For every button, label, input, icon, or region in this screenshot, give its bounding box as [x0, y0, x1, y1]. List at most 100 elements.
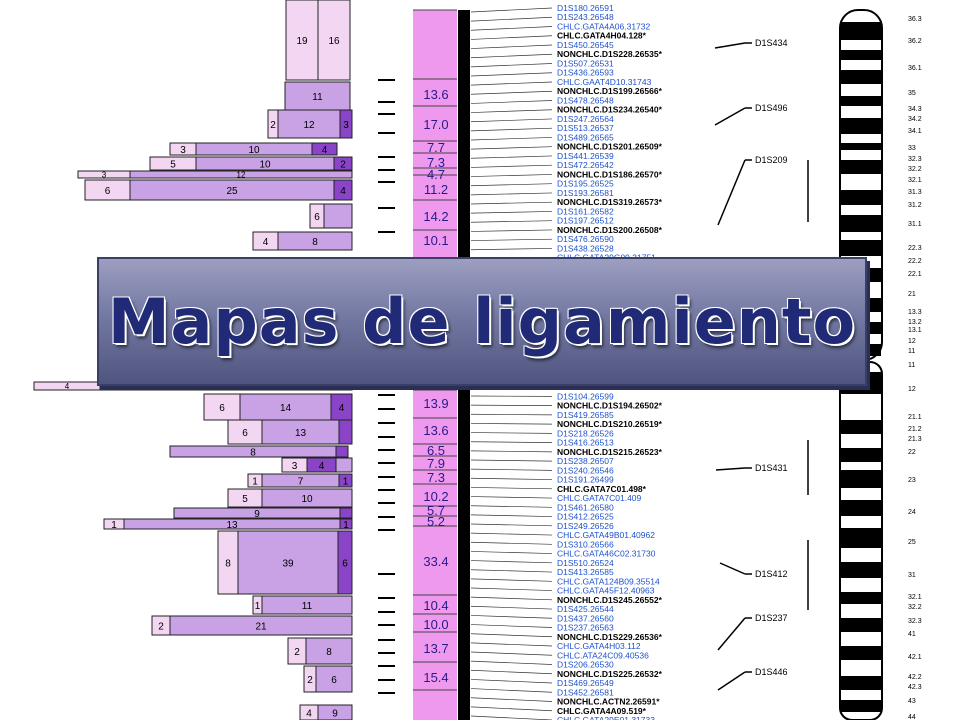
chromosome-band-dark: [841, 160, 881, 174]
chromosome-band-dark: [841, 118, 881, 134]
marker-link-line: [471, 165, 552, 167]
marker-link-line: [471, 533, 552, 535]
histogram-box-label: 11: [302, 601, 313, 612]
chromosome-band-label: 22: [908, 449, 916, 456]
histogram-box-label: 13: [295, 428, 307, 439]
marker-link-line: [471, 119, 552, 122]
marker-link-line: [471, 689, 552, 693]
marker-link-line: [471, 45, 552, 49]
histogram-box-label: 1: [111, 520, 117, 531]
group-bracket-line: [716, 468, 745, 470]
marker-link-line: [471, 202, 552, 204]
marker-link-line: [471, 423, 552, 424]
group-bracket-line: [715, 43, 745, 48]
chromosome-band-label: 32.1: [908, 177, 922, 184]
chromosome-band-label: 42.3: [908, 684, 922, 691]
marker-link-line: [471, 433, 552, 434]
histogram-box-label: 2: [158, 622, 164, 633]
marker-link-line: [471, 460, 552, 461]
histogram-box-label: 9: [332, 709, 338, 720]
distance-value: 15.4: [423, 670, 448, 685]
marker-link-line: [471, 36, 552, 40]
marker-link-line: [471, 128, 552, 131]
histogram-box-label: 6: [242, 428, 248, 439]
chromosome-band-label: 43: [908, 698, 916, 705]
distance-value: 10.0: [423, 617, 448, 632]
chromosome-band-dark: [841, 420, 881, 434]
group-bracket-line: [718, 618, 745, 650]
distance-value: 10.1: [423, 233, 448, 248]
group-bracket-line: [715, 108, 745, 125]
histogram-box-label: 10: [248, 145, 260, 156]
marker-link-line: [471, 230, 552, 232]
marker-link-line: [471, 110, 552, 113]
marker-label: CHLC.GATA29E01.31733: [557, 715, 655, 720]
histogram-box-label: 2: [270, 120, 276, 131]
distance-value: 13.9: [423, 396, 448, 411]
marker-link-line: [471, 716, 552, 720]
chromosome-band-dark: [841, 448, 881, 462]
histogram-box-label: 12: [237, 170, 246, 179]
marker-link-line: [471, 570, 552, 572]
marker-link-line: [471, 597, 552, 600]
marker-link-line: [471, 137, 552, 140]
histogram-box-label: 1: [343, 477, 349, 488]
chromosome-band-label: 31.3: [908, 189, 922, 196]
marker-link-line: [471, 193, 552, 195]
histogram-box: [340, 508, 352, 518]
chromosome-band-label: 11: [908, 362, 915, 369]
histogram-box-label: 6: [314, 212, 320, 223]
chromosome-band-label: 12: [908, 338, 916, 345]
chromosome-band-label: 42.2: [908, 674, 922, 681]
histogram-box-label: 6: [331, 675, 337, 686]
chromosome-band-label: 33: [908, 145, 916, 152]
group-label: D1S237: [755, 613, 788, 623]
marker-link-line: [471, 542, 552, 544]
chromosome-band-dark: [841, 562, 881, 578]
histogram-box-label: 3: [343, 120, 349, 131]
chromosome-band-label: 32.1: [908, 594, 922, 601]
chromosome-band-dark: [841, 96, 881, 106]
histogram-box-label: 4: [339, 403, 345, 414]
chromosome-band-label: 22.2: [908, 258, 922, 265]
marker-link-line: [471, 54, 552, 57]
marker-link-line: [471, 524, 552, 526]
distance-value: 11.2: [424, 182, 448, 197]
chromosome-band-label: 36.3: [908, 16, 922, 23]
histogram-box-label: 7: [298, 477, 304, 488]
histogram-box-label: 4: [306, 709, 312, 720]
marker-link-line: [471, 174, 552, 176]
histogram-box-label: 4: [65, 382, 70, 391]
histogram-box-label: 2: [307, 675, 313, 686]
marker-link-line: [471, 63, 552, 66]
group-label: D1S434: [755, 38, 788, 48]
chromosome-band-label: 22.1: [908, 271, 922, 278]
histogram-box-label: 1: [255, 601, 261, 612]
marker-link-line: [471, 211, 552, 213]
marker-link-line: [471, 707, 552, 711]
marker-link-line: [471, 442, 552, 443]
histogram-box-label: 21: [255, 622, 267, 633]
marker-link-line: [471, 634, 552, 637]
distance-value: 14.2: [423, 209, 448, 224]
group-label: D1S446: [755, 667, 788, 677]
chromosome-band-dark: [841, 618, 881, 632]
chromosome-band-dark: [841, 143, 881, 150]
histogram-box-label: 8: [225, 559, 231, 570]
marker-link-line: [471, 625, 552, 628]
chromosome-band-dark: [841, 470, 881, 488]
chromosome-band-label: 36.1: [908, 65, 922, 72]
histogram-box-label: 3: [292, 461, 298, 472]
histogram-box-label: 2: [294, 647, 300, 658]
marker-link-line: [471, 506, 552, 508]
marker-link-line: [471, 497, 552, 499]
marker-link-line: [471, 100, 552, 103]
marker-link-line: [471, 26, 552, 30]
marker-link-line: [471, 643, 552, 646]
marker-link-line: [471, 698, 552, 702]
chromosome-band-label: 44: [908, 714, 916, 720]
chromosome-band-label: 21.2: [908, 426, 922, 433]
histogram-box: [336, 446, 348, 457]
chromosome-band-dark: [841, 70, 881, 84]
chromosome-band-dark: [841, 700, 881, 712]
